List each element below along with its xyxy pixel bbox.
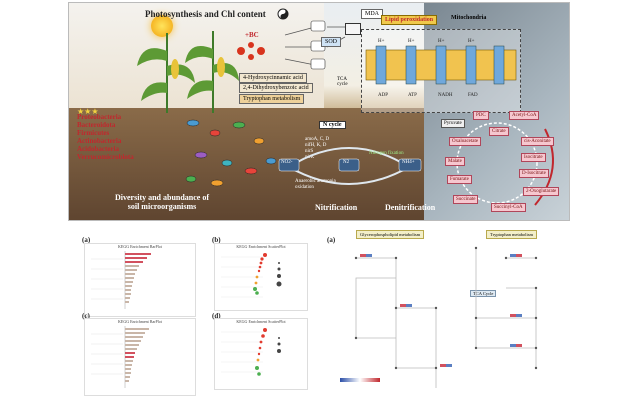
cycle-node: Malate [445,157,465,166]
trypto-title: Tryptophan metabolism [486,230,537,239]
sod-label: SOD [321,37,342,47]
cycle-node: Succinyl-CoA [491,203,526,212]
pathway-network [340,246,538,388]
n2-label: N2 [343,160,350,165]
nitrification-label: Nitrification [315,203,358,212]
svg-text:NADH: NADH [438,93,453,98]
soil-diversity-title: Diversity and abundance of soil microorg… [115,193,210,211]
cycle-node: Succinate [453,195,479,204]
panel-label-d: (d) [212,312,221,320]
svg-text:H+: H+ [468,39,475,44]
panel-label-b: (b) [212,236,221,244]
phylum-item: Acidobacteria [77,145,119,153]
kegg-barplot-a: KEGG Enrichment BarPlot [84,243,196,317]
bc-label: +BC [245,31,259,39]
mitochondria-membrane-box: H+ H+ H+ H+ ADP ATP NADH FAD [361,29,521,113]
phylum-item: Actinobacteria [77,137,122,145]
chart-title: KEGG Enrichment BarPlot [118,319,162,324]
sun-icon [151,15,173,37]
anaerobic-label: Anaerobic ammonia oxidation [295,179,336,190]
nitrogen-cycle-diagram [278,147,422,185]
phyla-list: Proteobacteria Bacteroidota Firmicutes A… [77,113,134,161]
kegg-barplot-c: KEGG Enrichment BarPlot [84,318,196,396]
mda-label: MDA [361,9,384,19]
cycle-node: PDC [473,111,489,120]
chart-title: KEGG Enrichment BarPlot [118,244,162,249]
kegg-scatter-b: KEGG Enrichment ScatterPlot [214,243,308,311]
schematic-panel: Photosynthesis and Chl content +BC SOD 4… [68,2,570,221]
n-cycle-label: N cycle [319,121,346,129]
tca-box: TCA Cycle [470,290,497,297]
svg-text:H+: H+ [408,39,415,44]
lipid-peroxidation-label: Lipid peroxidation [381,15,438,25]
phylum-item: Firmicutes [77,129,110,137]
cycle-node: cis-Aconitate [521,137,554,146]
phylum-item: Verrucomicrobiota [77,153,134,161]
mitochondria-label: Mitochondria [451,15,487,21]
phylum-item: Proteobacteria [77,113,122,121]
chart-title: KEGG Enrichment ScatterPlot [236,319,286,324]
stars-icon: ★★★ [77,107,99,116]
cycle-node: Isocitrate [521,153,546,162]
cycle-node: Citrate [489,127,509,136]
cycle-node: Oxaloacetate [449,137,482,146]
hydroxycinnamic-label: 4-Hydroxycinnamic acid [239,73,307,83]
cycle-node: Fumarate [447,175,472,184]
phylum-item: Bacteroidota [77,121,116,129]
chart-title: KEGG Enrichment ScatterPlot [236,244,286,249]
photosynthesis-title: Photosynthesis and Chl content [145,9,266,19]
soil-area [69,108,429,220]
cycle-node: Acetyl-CoA [509,111,540,120]
o2-node [345,23,361,35]
svg-text:H+: H+ [438,39,445,44]
cycle-node: 2-Oxoglutarate [523,187,560,196]
pathway-map: Glycerophospholipid metabolism Tryptopha… [336,228,558,404]
kegg-scatter-d: KEGG Enrichment ScatterPlot [214,318,308,390]
svg-text:FAD: FAD [468,93,478,98]
microbes-icon [185,119,277,187]
yin-yang-icon [277,8,289,20]
ros-network-diagram [284,20,346,70]
cycle-node: Pyruvate [441,119,465,128]
nh4-label: NH4+ [402,160,415,165]
scatter-points [221,253,282,298]
no2-label: NO2- [281,160,293,165]
barplot-bars [91,251,151,309]
tca-cycle-label: TCA cycle [337,77,348,87]
panel-label-c: (c) [82,312,90,320]
pathway-panel-label: (a) [327,236,336,244]
tryptophan-label: Tryptophan metabolism [239,94,305,104]
cycle-node: D-Isocitrate [519,169,549,178]
panel-label-a: (a) [82,236,91,244]
svg-text:ATP: ATP [408,93,417,98]
n-genes-label: amoA, C, D nifH, K, D nirS nirK [305,137,330,160]
barplot-bars [91,326,149,388]
biochar-molecule-icon [237,42,265,60]
corn-plants-icon [137,31,239,113]
scatter-points [221,328,281,376]
svg-text:ADP: ADP [378,93,388,98]
svg-text:H+: H+ [378,39,385,44]
denitrification-label: Denitrification [385,203,436,212]
glycero-title: Glycerophospholipid metabolism [356,230,425,239]
nitrogen-fixation-label: Nitrogen fixation [369,151,404,156]
dihydroxybenzoic-label: 2,4-Dihydroxybenzoic acid [239,83,313,93]
